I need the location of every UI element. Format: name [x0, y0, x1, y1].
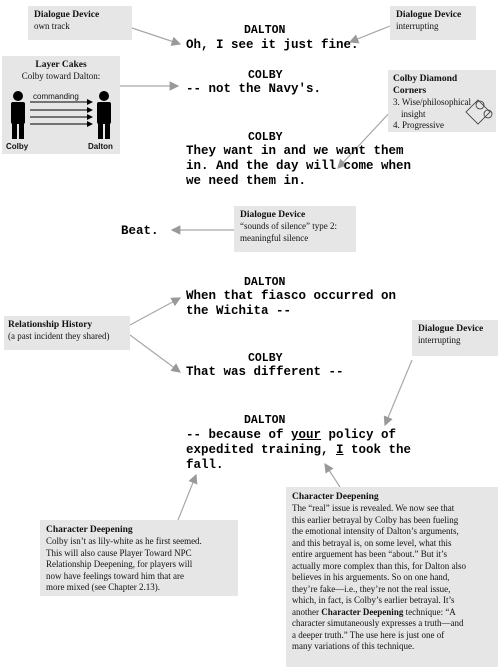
note-dialogue-device-own-track: Dialogue Device own track	[28, 6, 132, 40]
dalton-label: Dalton	[88, 142, 113, 151]
cd-right-line: which, in fact, is Colby’s earlier betra…	[292, 595, 455, 605]
note-title: Dialogue Device	[34, 10, 100, 20]
cd-left-line: Relationship Deepening, for players will	[46, 559, 193, 569]
note-title: Dialogue Device	[418, 324, 484, 334]
arrow-interrupt2	[383, 359, 413, 427]
note-body: interrupting	[396, 21, 439, 31]
note-layer-cakes: Layer Cakes Colby toward Dalton:	[2, 56, 120, 154]
cd-left-line: now have feelings toward him that are	[46, 570, 184, 581]
note-title: Relationship History	[8, 320, 93, 330]
note-dialogue-device-interrupting-bottom: Dialogue Device interrupting	[412, 320, 498, 356]
dialogue-line-5a: When that fiasco occurred on	[186, 289, 397, 303]
cd-right-line-mixed: another Character Deepening technique: “…	[292, 606, 456, 617]
cd-right-line: they’re fake—i.e., they’re not the real …	[292, 583, 451, 594]
diamond-item-4: 4. Progressive	[393, 120, 444, 130]
note-title: Colby Diamond Corners	[393, 74, 458, 96]
cd-right-line: this earlier betrayal by Colby has been …	[292, 514, 459, 525]
note-body: Colby toward Dalton:	[21, 71, 101, 81]
action-beat: Beat.	[121, 224, 159, 238]
dialogue-line-5b: the Wichita --	[186, 304, 292, 318]
note-title: Layer Cakes	[35, 60, 87, 70]
note-body: own track	[34, 21, 70, 31]
note-colby-diamond-corners: Colby Diamond Corners 3. Wise/philosophi…	[388, 70, 496, 132]
note-dialogue-device-interrupting-top: Dialogue Device interrupting	[390, 6, 476, 40]
commanding-label: commanding	[32, 92, 80, 101]
layer-cakes-figure	[11, 91, 111, 139]
person-colby-icon	[11, 91, 25, 139]
arrow-history-up	[129, 297, 182, 326]
arrow-cd-right	[324, 462, 341, 488]
arrow-history-down	[129, 334, 181, 373]
character-dalton-3: DALTON	[244, 414, 286, 427]
dialogue-line-7a: -- because of your policy of	[186, 428, 397, 442]
note-character-deepening-right: Character Deepening The “real” issue is …	[286, 487, 498, 667]
note-title: Character Deepening	[46, 525, 133, 535]
dialogue-line-3a: They want in and we want them	[186, 144, 404, 158]
dialogue-line-1: Oh, I see it just fine.	[186, 38, 359, 52]
note-title: Character Deepening	[292, 492, 379, 502]
character-dalton-2: DALTON	[244, 276, 286, 289]
note-relationship-history: Relationship History (a past incident th…	[4, 316, 130, 350]
arrow-interrupt1	[348, 25, 391, 44]
diamond-icon	[465, 99, 493, 125]
cd-right-line: entire arguement has been “about.” But i…	[292, 549, 448, 559]
dialogue-line-7c: fall.	[186, 458, 224, 472]
arrow-own-track	[131, 27, 182, 46]
cd-right-line: believes in his arguements. So on one ha…	[292, 572, 450, 582]
commanding-arrows	[30, 99, 93, 127]
diamond-item-3: 3. Wise/philosophical	[393, 97, 471, 107]
cd-right-line: actually more complex than this, for Dal…	[292, 560, 466, 571]
note-title: Dialogue Device	[396, 10, 462, 20]
cd-right-line: and this betrayal is, on some level, wha…	[292, 537, 452, 548]
dialogue-line-7b: expedited training, I took the	[186, 443, 412, 457]
note-body-1: “sounds of silence” type 2:	[240, 221, 337, 231]
cd-right-line: many variations of this technique.	[292, 641, 415, 651]
note-body-2: meaningful silence	[240, 232, 309, 243]
arrow-diamond	[337, 109, 393, 169]
cd-left-line: more mixed (see Chapter 2.13).	[46, 582, 160, 592]
arrow-cd-left	[177, 473, 198, 521]
note-sounds-of-silence: Dialogue Device “sounds of silence” type…	[234, 206, 356, 252]
cd-left-line: This will also cause Player Toward NPC	[46, 547, 192, 558]
note-body: (a past incident they shared)	[8, 331, 110, 341]
character-colby-3: COLBY	[248, 352, 283, 365]
note-body: interrupting	[418, 335, 461, 345]
person-dalton-icon	[97, 91, 111, 139]
colby-label: Colby	[6, 142, 29, 151]
cd-right-line: character simutaneously expresses a trut…	[292, 618, 464, 628]
cd-right-line: the emotional intensity of Dalton’s argu…	[292, 526, 459, 536]
dialogue-line-6: That was different --	[186, 365, 344, 379]
dialogue-line-2: -- not the Navy's.	[186, 82, 322, 96]
note-title: Dialogue Device	[240, 210, 306, 220]
character-colby-1: COLBY	[248, 69, 283, 82]
cd-right-line: The “real” issue is revealed. We now see…	[292, 503, 455, 513]
character-colby-2: COLBY	[248, 131, 283, 144]
cd-right-line: a deeper truth.” The use here is just on…	[292, 629, 445, 640]
dialogue-line-3b: in. And the day will come when	[186, 159, 412, 173]
cd-left-line: Colby isn’t as lily-white as he first se…	[46, 536, 202, 546]
note-character-deepening-left: Character Deepening Colby isn’t as lily-…	[40, 520, 238, 596]
dialogue-line-3c: we need them in.	[186, 174, 307, 188]
diamond-item-3-cont: insight	[401, 108, 426, 119]
character-dalton-1: DALTON	[244, 24, 286, 37]
